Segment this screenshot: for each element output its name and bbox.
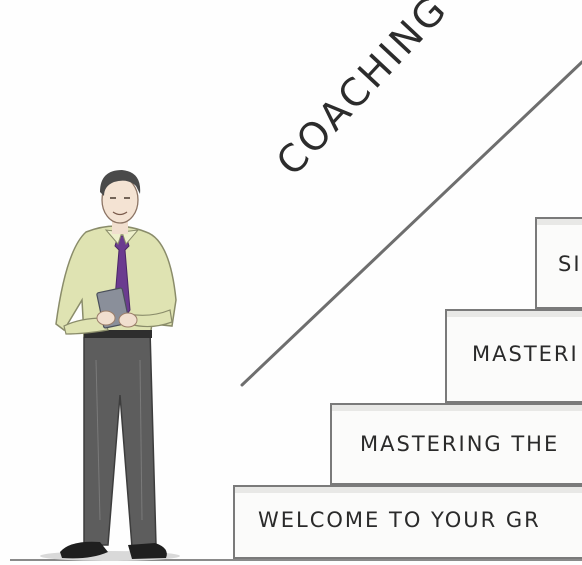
step-box-4 (535, 217, 582, 309)
step-box-2 (330, 403, 582, 485)
man-figure (40, 170, 180, 561)
step-boxes (233, 217, 582, 559)
step-box-1 (233, 485, 582, 559)
diagonal-line (240, 60, 582, 387)
step-label-3: MASTERI (472, 342, 579, 366)
step-label-2: MASTERING THE (360, 432, 560, 456)
step-label-4: SI (558, 252, 582, 276)
step-label-1: WELCOME TO YOUR GR (258, 508, 541, 532)
step-box-3 (445, 309, 582, 403)
